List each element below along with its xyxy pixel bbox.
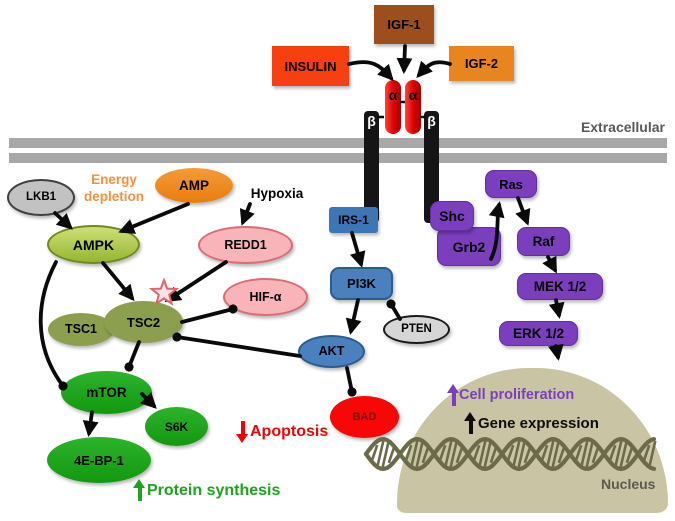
up-arrow-icon xyxy=(133,479,146,502)
node-amp: AMP xyxy=(155,168,233,203)
nucleus-label: Nucleus xyxy=(601,476,656,492)
node-ampk: AMPK xyxy=(47,225,140,264)
node-irs-1: IRS-1 xyxy=(329,207,378,233)
node-bad: BAD xyxy=(330,396,399,438)
edge-pi3k-akt xyxy=(345,298,362,335)
extracellular-label: Extracellular xyxy=(580,119,665,135)
edge-tsc2-mtor-inhibition xyxy=(124,340,141,372)
edge-raf-mek xyxy=(542,255,557,274)
node-shc: Shc xyxy=(430,201,474,231)
edge-igf2-receptor xyxy=(416,60,452,78)
edge-amp-ampk xyxy=(118,202,190,234)
edge-akt-bad-inhibition xyxy=(345,366,357,397)
down-arrow-icon xyxy=(236,420,249,443)
node-grb2: Grb2 xyxy=(437,227,501,266)
hypoxia-label: Hypoxia xyxy=(250,186,304,201)
node-hif-alpha: HIF-α xyxy=(223,278,308,316)
node-pi3k: PI3K xyxy=(330,267,393,300)
node-erk-1-2: ERK 1/2 xyxy=(499,321,578,346)
up-arrow-icon xyxy=(464,412,477,435)
edge-akt-tsc2-inhibition xyxy=(172,332,302,358)
node-igf2: IGF-2 xyxy=(449,46,514,81)
receptor-alpha-subunit: α xyxy=(405,80,421,134)
cell-proliferation-label: Cell proliferation xyxy=(459,386,575,403)
node-akt: AKT xyxy=(298,335,365,368)
receptor-beta-subunit: β xyxy=(364,111,379,223)
edge-ampk-tsc2 xyxy=(101,261,135,302)
edge-insulin-receptor xyxy=(347,60,394,81)
apoptosis-label: Apoptosis xyxy=(250,422,329,440)
gene-expression-annotation: Gene expression xyxy=(464,412,599,435)
edge-igf1-receptor xyxy=(396,44,413,74)
receptor-beta-subunit: β xyxy=(424,111,439,223)
node-igf1: IGF-1 xyxy=(374,5,434,44)
star-icon xyxy=(148,277,180,306)
gene-expression-label: Gene expression xyxy=(478,415,599,432)
protein-synthesis-annotation: Protein synthesis xyxy=(133,479,280,502)
node-4e-bp-1: 4E-BP-1 xyxy=(47,437,151,483)
edge-hypoxia-redd1 xyxy=(239,202,255,226)
protein-synthesis-label: Protein synthesis xyxy=(147,481,281,499)
node-s6k: S6K xyxy=(145,407,208,446)
node-mek-1-2: MEK 1/2 xyxy=(517,273,603,300)
node-lkb1: LKB1 xyxy=(7,179,75,216)
node-raf: Raf xyxy=(517,227,570,256)
receptor-alpha-subunit: α xyxy=(385,80,401,134)
edge-redd1-tsc2 xyxy=(164,260,228,303)
energy-depletion-label: Energy depletion xyxy=(84,172,144,204)
node-pten: PTEN xyxy=(383,315,450,344)
edge-irs1-pi3k xyxy=(349,231,366,268)
node-redd1: REDD1 xyxy=(198,226,293,264)
edge-ras-raf xyxy=(515,196,531,226)
node-insulin: INSULIN xyxy=(272,46,349,86)
node-ras: Ras xyxy=(485,170,537,198)
up-arrow-icon xyxy=(447,384,459,406)
edge-erk-nucleus xyxy=(548,343,564,361)
edge-tsc2-hif-alpha-link xyxy=(180,304,238,324)
cell-proliferation-annotation: Cell proliferation xyxy=(447,384,575,406)
membrane-inner-layer xyxy=(9,153,667,163)
node-tsc2: TSC2 xyxy=(104,301,183,343)
edge-lkb1-ampk xyxy=(53,211,73,230)
apoptosis-annotation: Apoptosis xyxy=(236,420,328,443)
edge-mtor-4ebp1 xyxy=(82,410,99,437)
edge-mek-erk xyxy=(548,298,565,319)
node-mtor: mTOR xyxy=(61,371,152,414)
membrane-outer-layer xyxy=(9,138,667,148)
